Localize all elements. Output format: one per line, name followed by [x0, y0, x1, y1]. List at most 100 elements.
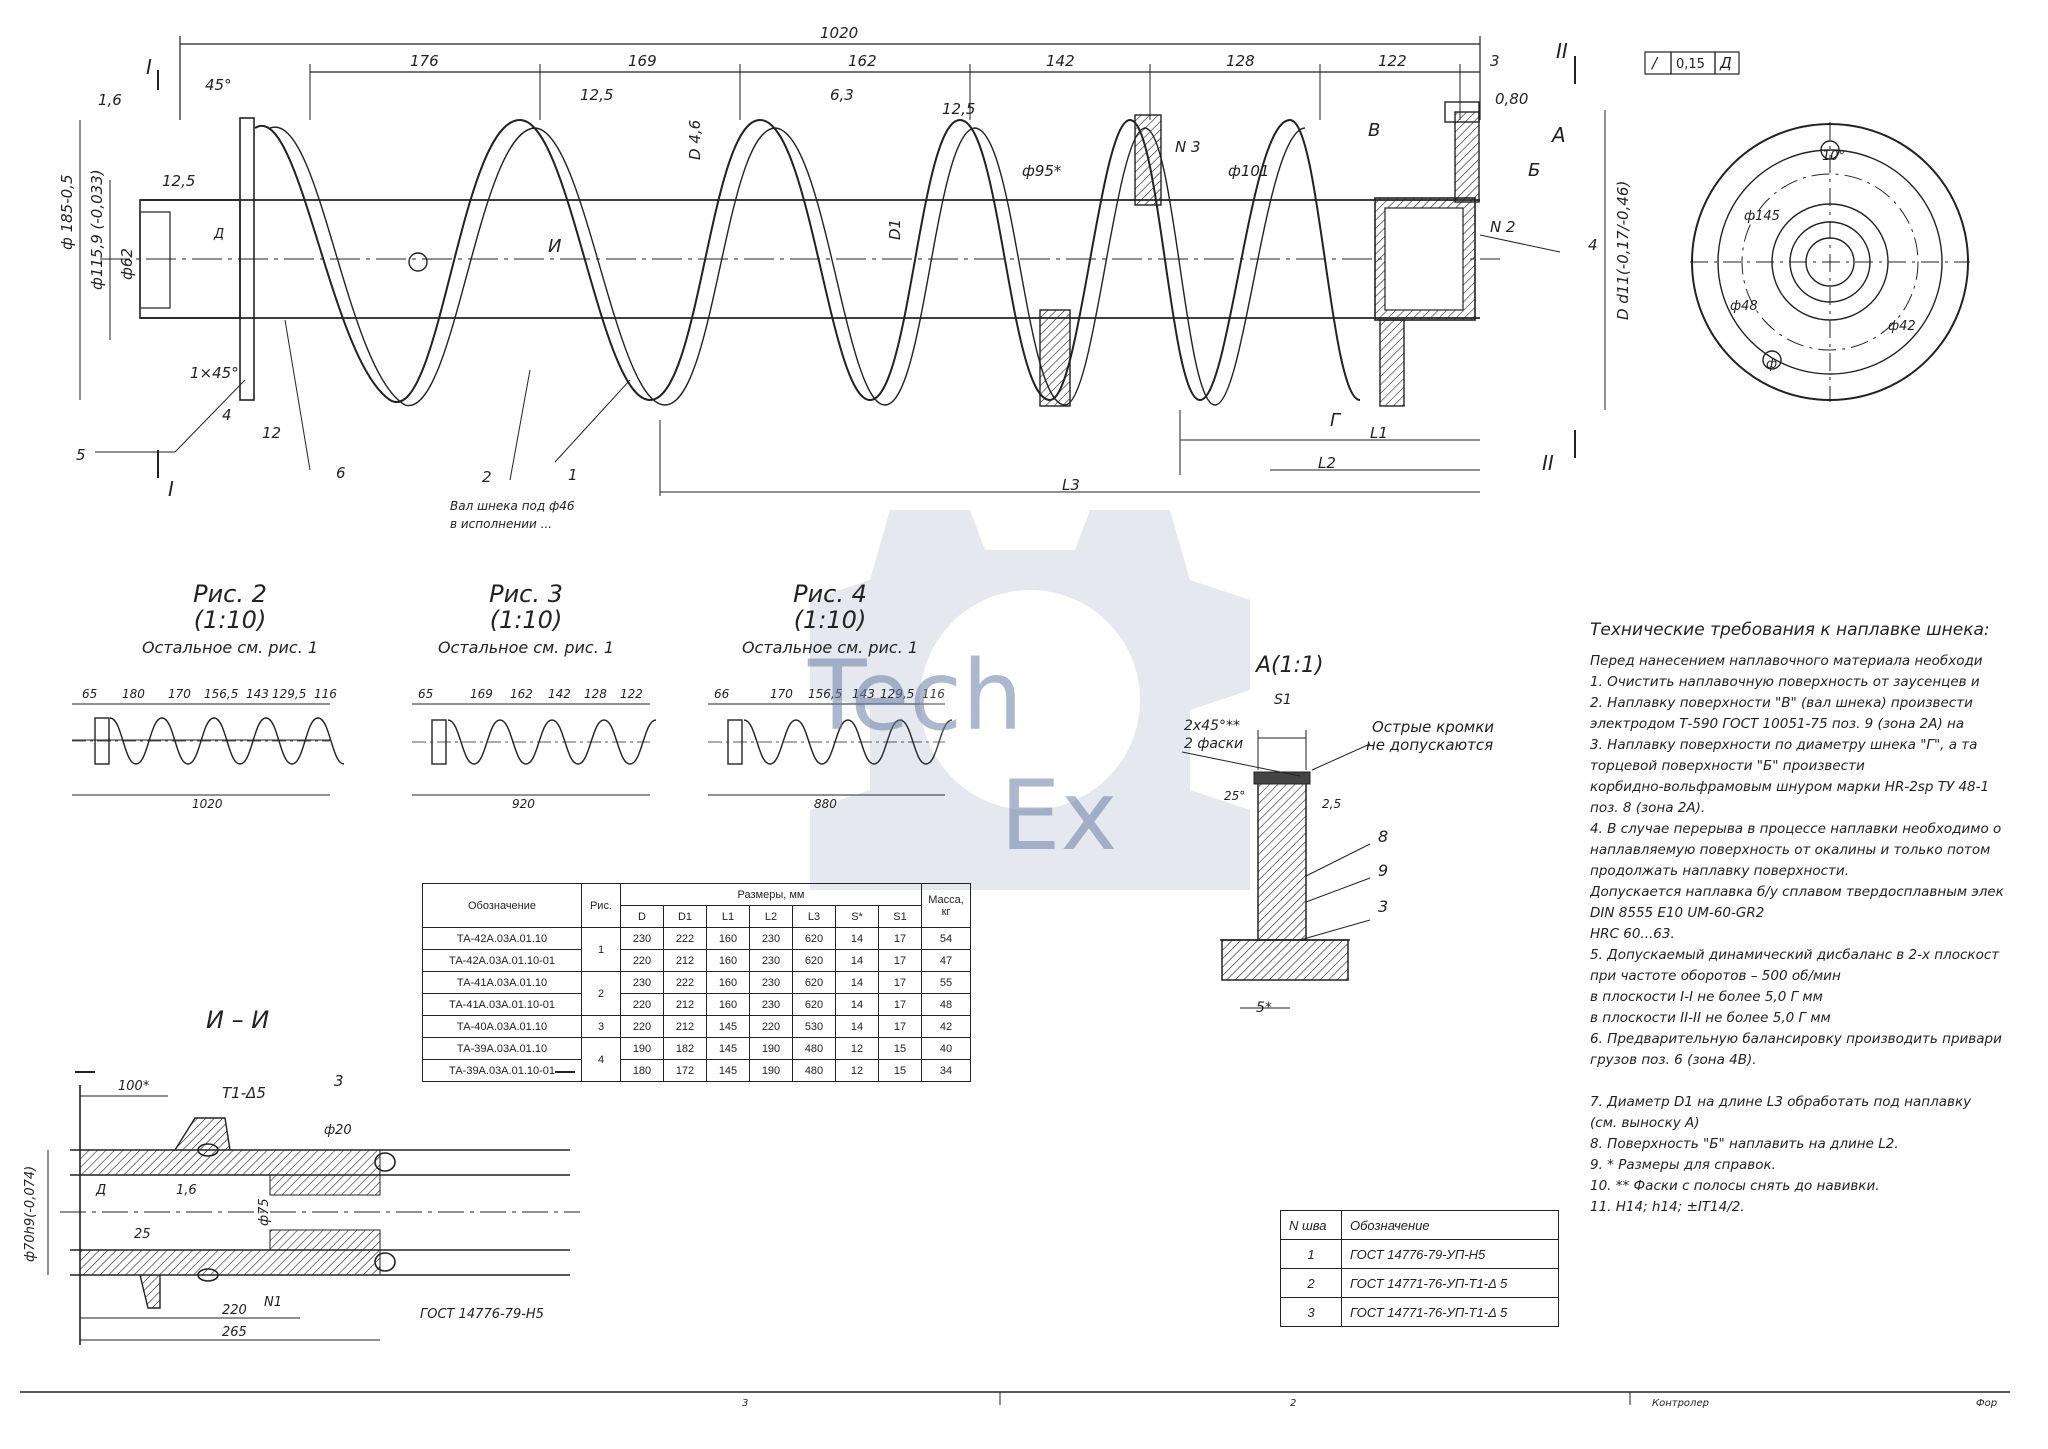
row-dim-value: 620 — [792, 927, 836, 950]
frame-format: Фор — [1976, 1398, 1997, 1409]
section-mark-ii-bottom: II — [1542, 451, 1554, 475]
fig2-dim-3: 170 — [168, 687, 191, 701]
row-dim-value: 17 — [878, 927, 922, 950]
label-l1: L1 — [1370, 424, 1388, 442]
section-mark-i-top: I — [146, 55, 152, 79]
row-fig: 1 — [581, 927, 621, 972]
row-mass: 40 — [921, 1037, 971, 1060]
row-dim-value: 172 — [663, 1059, 707, 1082]
row-dim-value: 212 — [663, 993, 707, 1016]
requirement-line: 8. Поверхность "Б" наплавить на длине L2… — [1590, 1136, 1899, 1152]
requirement-line: Перед нанесением наплавочного материала … — [1590, 653, 1983, 669]
requirement-line: 2. Наплавку поверхности "В" (вал шнека) … — [1590, 695, 1973, 711]
sheet-frame — [20, 1391, 2010, 1405]
section-ii-labels: И – И 100* Т1-Δ5 3 ф20 ф75 ф70h9(-0,074)… — [23, 1006, 544, 1340]
callout-6: 6 — [336, 464, 346, 482]
weld-designation: ГОСТ 14776-79-УП-Н5 — [1341, 1239, 1559, 1269]
requirement-line: торцевой поверхности "Б" произвести — [1590, 758, 1865, 774]
row-designation: ТА-39А.03А.01.10-01 — [422, 1059, 582, 1082]
section-ii-100: 100* — [118, 1079, 150, 1094]
main-view-labels: 1020 176 169 162 142 128 122 3 12,5 6,3 … — [58, 24, 1732, 531]
row-dim-value: 160 — [706, 971, 750, 994]
row-dim-value: 220 — [620, 949, 664, 972]
section-ii-roughness: 1,6 — [176, 1183, 197, 1198]
row-dim-value: 17 — [878, 949, 922, 972]
row-dim-value: 145 — [706, 1037, 750, 1060]
row-dim-value: 17 — [878, 993, 922, 1016]
row-dim-value: 182 — [663, 1037, 707, 1060]
row-dim-value: 230 — [749, 971, 793, 994]
row-mass: 42 — [921, 1015, 971, 1038]
roughness-2: 6,3 — [830, 86, 854, 104]
dim-col-header: D1 — [663, 905, 707, 928]
fig4-note: Остальное см. рис. 1 — [741, 638, 919, 657]
label-l2: L2 — [1318, 454, 1336, 472]
segment-dim-7: 3 — [1490, 52, 1500, 70]
frame-mark-3: 3 — [742, 1398, 748, 1409]
fig3-dim-2: 169 — [470, 687, 493, 701]
diameter-95: ф95* — [1022, 162, 1062, 180]
end-label-48: ф48 — [1730, 299, 1758, 314]
dim-col-header: S1 — [878, 905, 922, 928]
row-dim-value: 160 — [706, 949, 750, 972]
segment-dim-4: 142 — [1046, 52, 1075, 70]
tolerance-datum: Д — [1719, 54, 1732, 72]
callout-5: 5 — [76, 446, 86, 464]
watermark-gear-icon — [810, 510, 1250, 890]
weld-designation: ГОСТ 14771-76-УП-Т1-Δ 5 — [1341, 1268, 1559, 1298]
row-dim-value: 15 — [878, 1059, 922, 1082]
row-dim-value: 222 — [663, 927, 707, 950]
row-dim-value: 190 — [749, 1059, 793, 1082]
section-mark-i-bottom: I — [168, 477, 174, 501]
tolerance-symbol: / — [1650, 54, 1659, 72]
row-designation: ТА-41А.03А.01.10-01 — [422, 993, 582, 1016]
section-mark-ii-top: II — [1556, 39, 1568, 63]
section-ii-callout-3: 3 — [334, 1072, 344, 1090]
surface-letter-a: А — [1550, 123, 1566, 147]
row-dim-value: 145 — [706, 1059, 750, 1082]
section-ii-view — [47, 1071, 580, 1345]
fig4-dim-1: 66 — [714, 687, 730, 701]
segment-dim-3: 162 — [848, 52, 877, 70]
figure-3-sketch — [412, 703, 657, 796]
detail-a-chamfer: 2х45°** — [1184, 718, 1240, 734]
requirement-line: 5. Допускаемый динамический дисбаланс в … — [1590, 947, 2000, 963]
row-dim-value: 230 — [620, 927, 664, 950]
section-ii-phi75: ф75 — [257, 1198, 272, 1226]
segment-dim-1: 176 — [410, 52, 439, 70]
section-ii-weld: Т1-Δ5 — [222, 1084, 266, 1102]
end-view-labels: 10° ф145 ф48 ф42 ф — [1730, 149, 1916, 372]
fig2-dim-6: 129,5 — [272, 687, 306, 701]
callout-4: 4 — [1588, 236, 1598, 254]
row-dim-value: 14 — [835, 1015, 879, 1038]
vertical-dim-d: D 4,6 — [686, 120, 704, 160]
detail-a-callout-9: 9 — [1378, 861, 1388, 880]
row-dim-value: 14 — [835, 927, 879, 950]
vertical-dim-d1: D1 — [886, 219, 904, 240]
weld-designation: ГОСТ 14771-76-УП-Т1-Δ 5 — [1341, 1297, 1559, 1327]
end-label-145: ф145 — [1744, 209, 1780, 224]
row-mass: 55 — [921, 971, 971, 994]
row-dim-value: 230 — [620, 971, 664, 994]
end-label-phi: ф — [1766, 357, 1777, 372]
misc-12: 12 — [262, 424, 281, 442]
fig4-dim-6: 116 — [922, 687, 945, 701]
row-mass: 48 — [921, 993, 971, 1016]
requirement-line: 3. Наплавку поверхности по диаметру шнек… — [1590, 737, 1978, 753]
weld-num: 3 — [1280, 1297, 1342, 1327]
row-designation: ТА-40А.03А.01.10 — [422, 1015, 582, 1038]
row-dim-value: 190 — [620, 1037, 664, 1060]
diameter-101: ф101 — [1228, 162, 1269, 180]
section-ii-datum: Д — [95, 1183, 106, 1198]
row-dim-value: 14 — [835, 971, 879, 994]
row-dim-value: 12 — [835, 1059, 879, 1082]
row-mass: 34 — [921, 1059, 971, 1082]
roughness-3: 12,5 — [942, 100, 975, 118]
section-ii-phi20: ф20 — [324, 1123, 352, 1138]
fig2-dim-7: 116 — [314, 687, 337, 701]
requirement-line: 7. Диаметр D1 на длине L3 обработать под… — [1590, 1094, 1972, 1110]
surface-letter-b: Б — [1528, 160, 1540, 181]
